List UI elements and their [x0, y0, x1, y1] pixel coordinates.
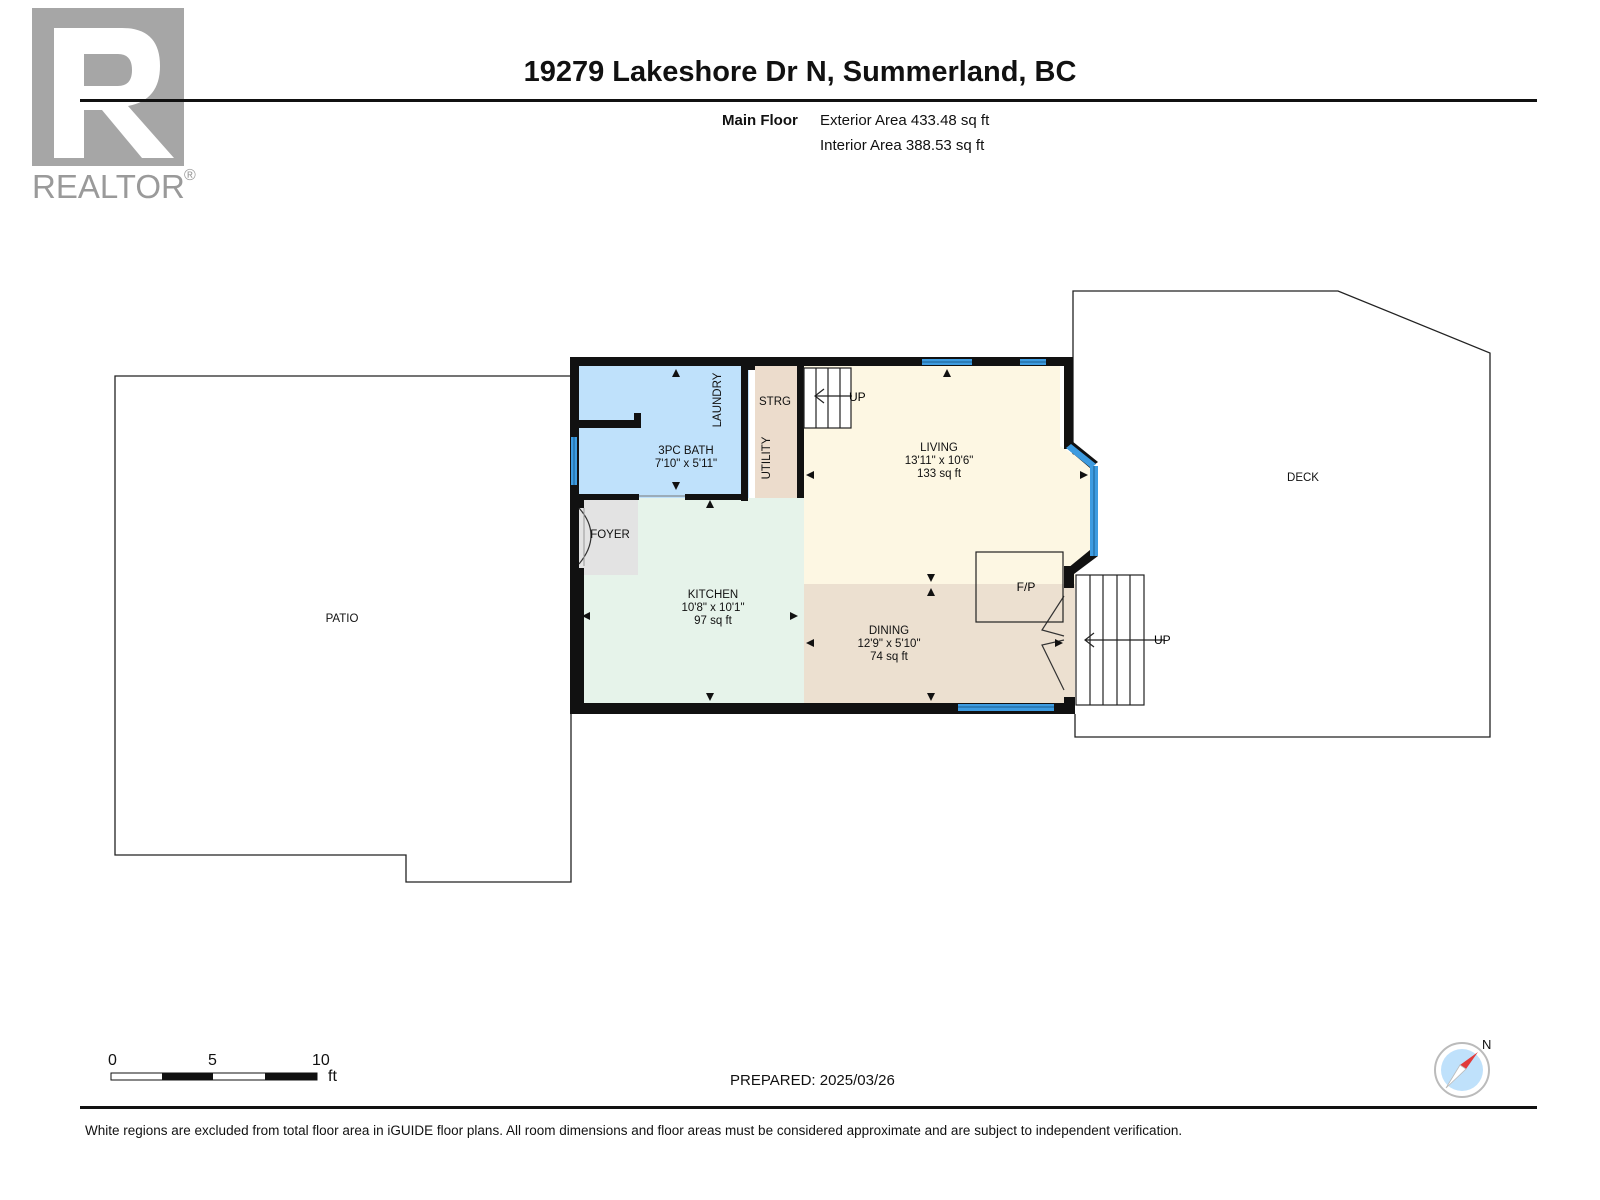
footer-divider: [80, 1106, 1537, 1109]
scale-bar: [110, 1072, 318, 1081]
fireplace: [975, 551, 1064, 623]
dining-door-top: [1041, 595, 1065, 637]
page-title: 19279 Lakeshore Dr N, Summerland, BC: [523, 56, 1077, 88]
patio-outline: [114, 375, 572, 883]
floor-name: Main Floor: [722, 112, 798, 129]
dining-name: DINING: [869, 625, 909, 637]
living-dims: 13'11" x 10'6": [905, 455, 974, 467]
deck-label: DECK: [1287, 472, 1319, 484]
bath-room: [576, 364, 749, 498]
registered-mark: ®: [184, 167, 196, 184]
realtor-logo: REALTOR ®: [32, 8, 196, 205]
interior-stairs: [803, 367, 852, 429]
storage-room: [755, 364, 798, 498]
storage-label: STRG: [759, 396, 791, 408]
kitchen-dims: 10'8" x 10'1": [681, 602, 744, 614]
header-divider: [80, 99, 1537, 102]
interior-area: Interior Area 388.53 sq ft: [820, 137, 985, 154]
kitchen-area: 97 sq ft: [694, 615, 733, 627]
bath-name: 3PC BATH: [658, 445, 713, 457]
dining-area: 74 sq ft: [870, 651, 909, 663]
laundry-label: LAUNDRY: [712, 372, 724, 427]
exterior-area: Exterior Area 433.48 sq ft: [820, 112, 990, 129]
interior-stairs-label: UP: [849, 390, 866, 404]
scale-label-10: 10: [312, 1052, 330, 1069]
bath-dims: 7'10" x 5'11": [655, 458, 717, 470]
disclaimer-text: White regions are excluded from total fl…: [85, 1123, 1183, 1138]
fireplace-label: F/P: [1017, 580, 1036, 594]
deck-outline: [1072, 290, 1491, 738]
window-glazing: [573, 361, 1095, 708]
prepared-date: PREPARED: 2025/03/26: [730, 1072, 895, 1089]
realtor-wordmark: REALTOR: [32, 168, 185, 205]
dining-room: [804, 584, 1075, 703]
deck-stairs-label: UP: [1154, 633, 1171, 647]
scale-label-5: 5: [208, 1052, 217, 1069]
scale-unit: ft: [328, 1068, 337, 1085]
living-name: LIVING: [920, 442, 958, 454]
utility-label: UTILITY: [761, 436, 773, 479]
living-room: [804, 364, 1095, 585]
foyer-door-swing: [578, 507, 592, 565]
living-area: 133 sq ft: [917, 468, 962, 480]
compass-north-label: N: [1482, 1037, 1491, 1052]
kitchen-name: KITCHEN: [688, 589, 738, 601]
foyer-label: FOYER: [590, 529, 630, 541]
north-compass-icon: N: [1434, 1037, 1491, 1098]
scale-label-0: 0: [108, 1052, 117, 1069]
dining-dims: 12'9" x 5'10": [857, 638, 920, 650]
realtor-r-letter: [54, 28, 174, 158]
dimension-arrows: [582, 369, 1088, 701]
patio-label: PATIO: [326, 613, 359, 625]
